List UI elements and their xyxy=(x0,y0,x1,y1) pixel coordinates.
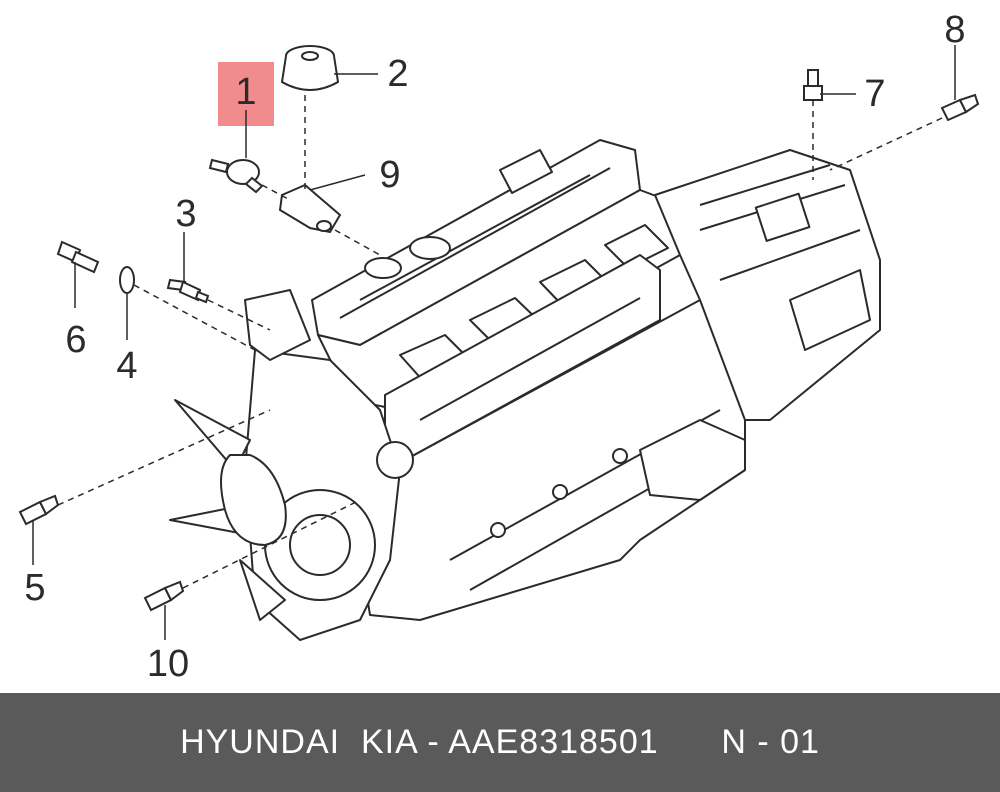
callout-4: 4 xyxy=(116,345,137,387)
callout-8: 8 xyxy=(944,9,965,51)
part-2-cap xyxy=(280,45,340,91)
part-7-switch xyxy=(803,69,823,101)
dashed-guide-lines xyxy=(57,95,943,589)
part-5-sensor xyxy=(18,494,60,526)
part-8-sensor xyxy=(940,93,980,122)
callout-3: 3 xyxy=(175,193,196,235)
callout-6: 6 xyxy=(65,319,86,361)
footer-brand: HYUNDAI KIA xyxy=(180,723,417,761)
callout-9: 9 xyxy=(379,154,400,196)
engine-block xyxy=(169,139,881,641)
callout-1: 1 xyxy=(235,71,256,113)
footer-part-number: AAE8318501 xyxy=(448,723,659,761)
part-4-o-ring xyxy=(119,266,135,294)
callout-10: 10 xyxy=(147,643,189,685)
footer-text: HYUNDAI KIA - AAE8318501 N - 01 xyxy=(180,723,820,762)
footer-separator: - xyxy=(416,723,449,761)
callout-5: 5 xyxy=(24,567,45,609)
part-info-footer: HYUNDAI KIA - AAE8318501 N - 01 xyxy=(0,693,1000,792)
part-1-sensor xyxy=(208,158,264,194)
leader-lines xyxy=(32,45,956,640)
callout-7: 7 xyxy=(864,73,885,115)
part-6-switch xyxy=(56,240,100,274)
callout-labels: 1 2 3 4 5 6 7 8 9 10 xyxy=(24,9,965,685)
part-3-sensor xyxy=(166,278,210,304)
part-10-sensor xyxy=(143,580,185,612)
small-parts xyxy=(18,45,980,612)
engine-exploded-diagram: 1 2 3 4 5 6 7 8 9 10 xyxy=(18,9,980,685)
callout-2: 2 xyxy=(387,53,408,95)
footer-note: N - 01 xyxy=(721,723,820,761)
part-9-sender xyxy=(278,183,342,234)
